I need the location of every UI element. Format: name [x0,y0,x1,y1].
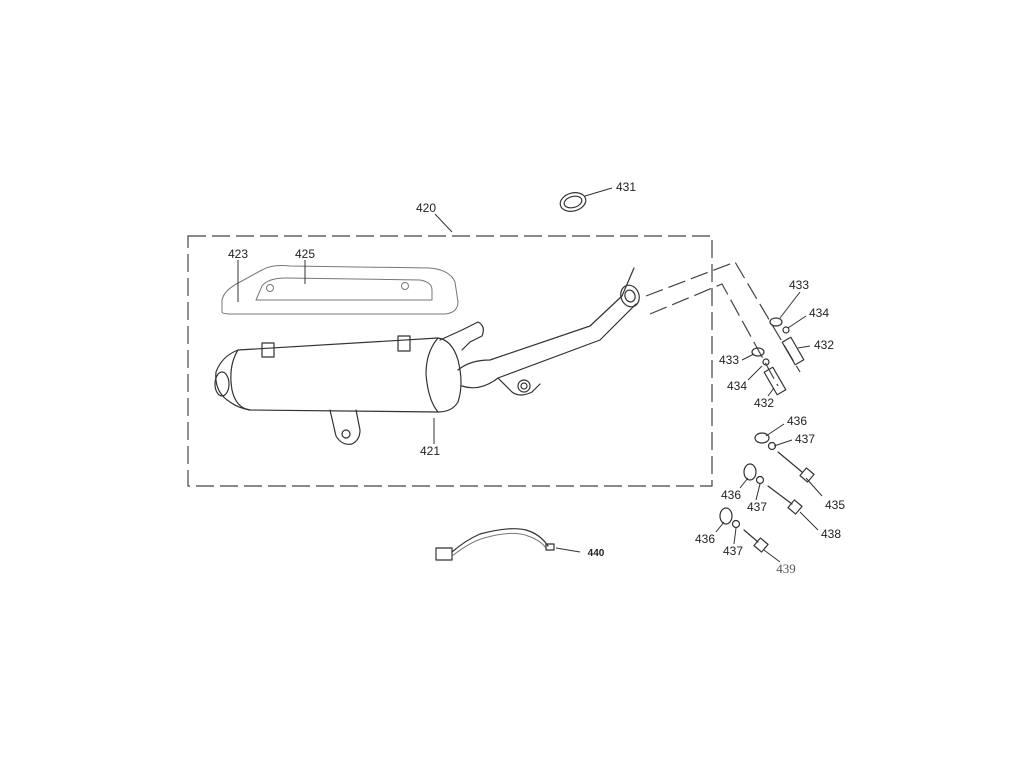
heat-shield-423 [221,265,459,315]
leader-lines [237,187,823,563]
callout-433-upper: 433 [789,278,809,292]
callout-434-upper: 434 [809,306,829,320]
callout-432-lower: 432 [754,396,774,410]
sensor-harness-440 [435,528,555,561]
callout-437-b: 437 [747,500,767,514]
callout-425: 425 [295,247,315,261]
callout-420: 420 [416,201,436,215]
callout-436-b: 436 [721,488,741,502]
callout-437-c: 437 [723,544,743,558]
fasteners-upper [751,317,805,396]
callout-435: 435 [825,498,845,512]
callout-440: 440 [588,548,605,559]
fasteners-lower [719,432,815,553]
callout-labels: 420 421 423 425 431 433 434 432 433 434 … [228,180,845,576]
dashed-link-lower [649,283,779,387]
callout-438: 438 [821,527,841,541]
callout-431: 431 [616,180,636,194]
callout-439: 439 [776,561,796,576]
callout-432-upper: 432 [814,338,834,352]
assembly-420-boundary [187,235,713,487]
callout-436-a: 436 [787,414,807,428]
callout-433-lower: 433 [719,353,739,367]
dashed-link-upper [645,261,801,373]
callout-437-a: 437 [795,432,815,446]
gasket-431 [559,192,587,212]
callout-434-lower: 434 [727,379,747,393]
callout-423: 423 [228,247,248,261]
callout-436-c: 436 [695,532,715,546]
callout-421: 421 [420,444,440,458]
muffler-421 [214,267,640,445]
